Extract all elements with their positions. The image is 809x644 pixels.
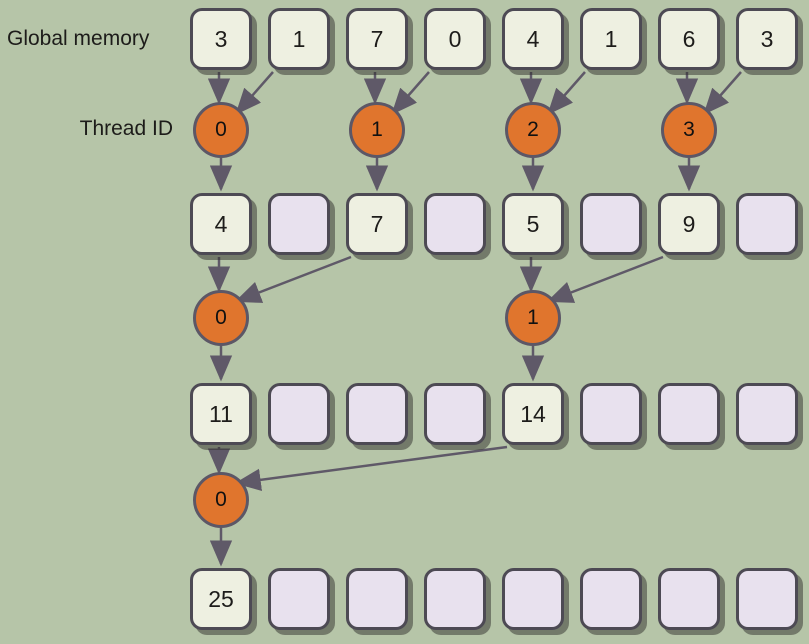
- thread-circle-round3-id0: 0: [193, 472, 249, 528]
- memory-cell-after-round-2-idx4: 14: [502, 383, 564, 445]
- memory-cell-after-round-3-idx4: [502, 568, 564, 630]
- memory-cell-after-round-3-idx3: [424, 568, 486, 630]
- memory-cell-after-round-2-idx6: [658, 383, 720, 445]
- memory-cell-after-round-3-idx0: 25: [190, 568, 252, 630]
- arrow-input-right-round1-thread1: [391, 71, 430, 115]
- thread-circle-round1-id2: 2: [505, 102, 561, 158]
- memory-cell-after-round-1-idx0: 4: [190, 193, 252, 255]
- memory-cell-after-round-2-idx0: 11: [190, 383, 252, 445]
- arrow-input-right-round2-thread0: [234, 255, 352, 303]
- arrow-input-right-round2-thread1: [546, 255, 664, 303]
- memory-cell-global-memory-initial-idx7: 3: [736, 8, 798, 70]
- memory-cell-after-round-3-idx1: [268, 568, 330, 630]
- memory-cell-global-memory-initial-idx0: 3: [190, 8, 252, 70]
- memory-cell-after-round-3-idx2: [346, 568, 408, 630]
- memory-cell-after-round-2-idx7: [736, 383, 798, 445]
- memory-cell-after-round-3-idx7: [736, 568, 798, 630]
- thread-circle-round1-id1: 1: [349, 102, 405, 158]
- memory-cell-after-round-1-idx7: [736, 193, 798, 255]
- memory-cell-after-round-1-idx4: 5: [502, 193, 564, 255]
- memory-cell-global-memory-initial-idx6: 6: [658, 8, 720, 70]
- memory-cell-after-round-1-idx5: [580, 193, 642, 255]
- memory-cell-after-round-2-idx1: [268, 383, 330, 445]
- memory-cell-after-round-2-idx5: [580, 383, 642, 445]
- arrow-input-right-round1-thread3: [703, 71, 742, 115]
- global-memory-label: Global memory: [7, 27, 150, 50]
- memory-cell-global-memory-initial-idx4: 4: [502, 8, 564, 70]
- thread-circle-round2-id0: 0: [193, 290, 249, 346]
- memory-cell-after-round-1-idx1: [268, 193, 330, 255]
- memory-cell-after-round-1-idx3: [424, 193, 486, 255]
- arrow-input-right-round3-thread0: [234, 445, 508, 492]
- thread-circle-round1-id0: 0: [193, 102, 249, 158]
- memory-cell-global-memory-initial-idx5: 1: [580, 8, 642, 70]
- memory-cell-after-round-3-idx5: [580, 568, 642, 630]
- memory-cell-after-round-3-idx6: [658, 568, 720, 630]
- thread-id-label: Thread ID: [79, 117, 173, 140]
- thread-circle-round2-id1: 1: [505, 290, 561, 346]
- memory-cell-global-memory-initial-idx1: 1: [268, 8, 330, 70]
- arrow-input-right-round1-thread0: [235, 71, 274, 115]
- memory-cell-after-round-1-idx2: 7: [346, 193, 408, 255]
- memory-cell-after-round-1-idx6: 9: [658, 193, 720, 255]
- memory-cell-global-memory-initial-idx2: 7: [346, 8, 408, 70]
- memory-cell-after-round-2-idx2: [346, 383, 408, 445]
- thread-circle-round1-id3: 3: [661, 102, 717, 158]
- memory-cell-global-memory-initial-idx3: 0: [424, 8, 486, 70]
- memory-cell-after-round-2-idx3: [424, 383, 486, 445]
- arrow-input-right-round1-thread2: [547, 71, 586, 115]
